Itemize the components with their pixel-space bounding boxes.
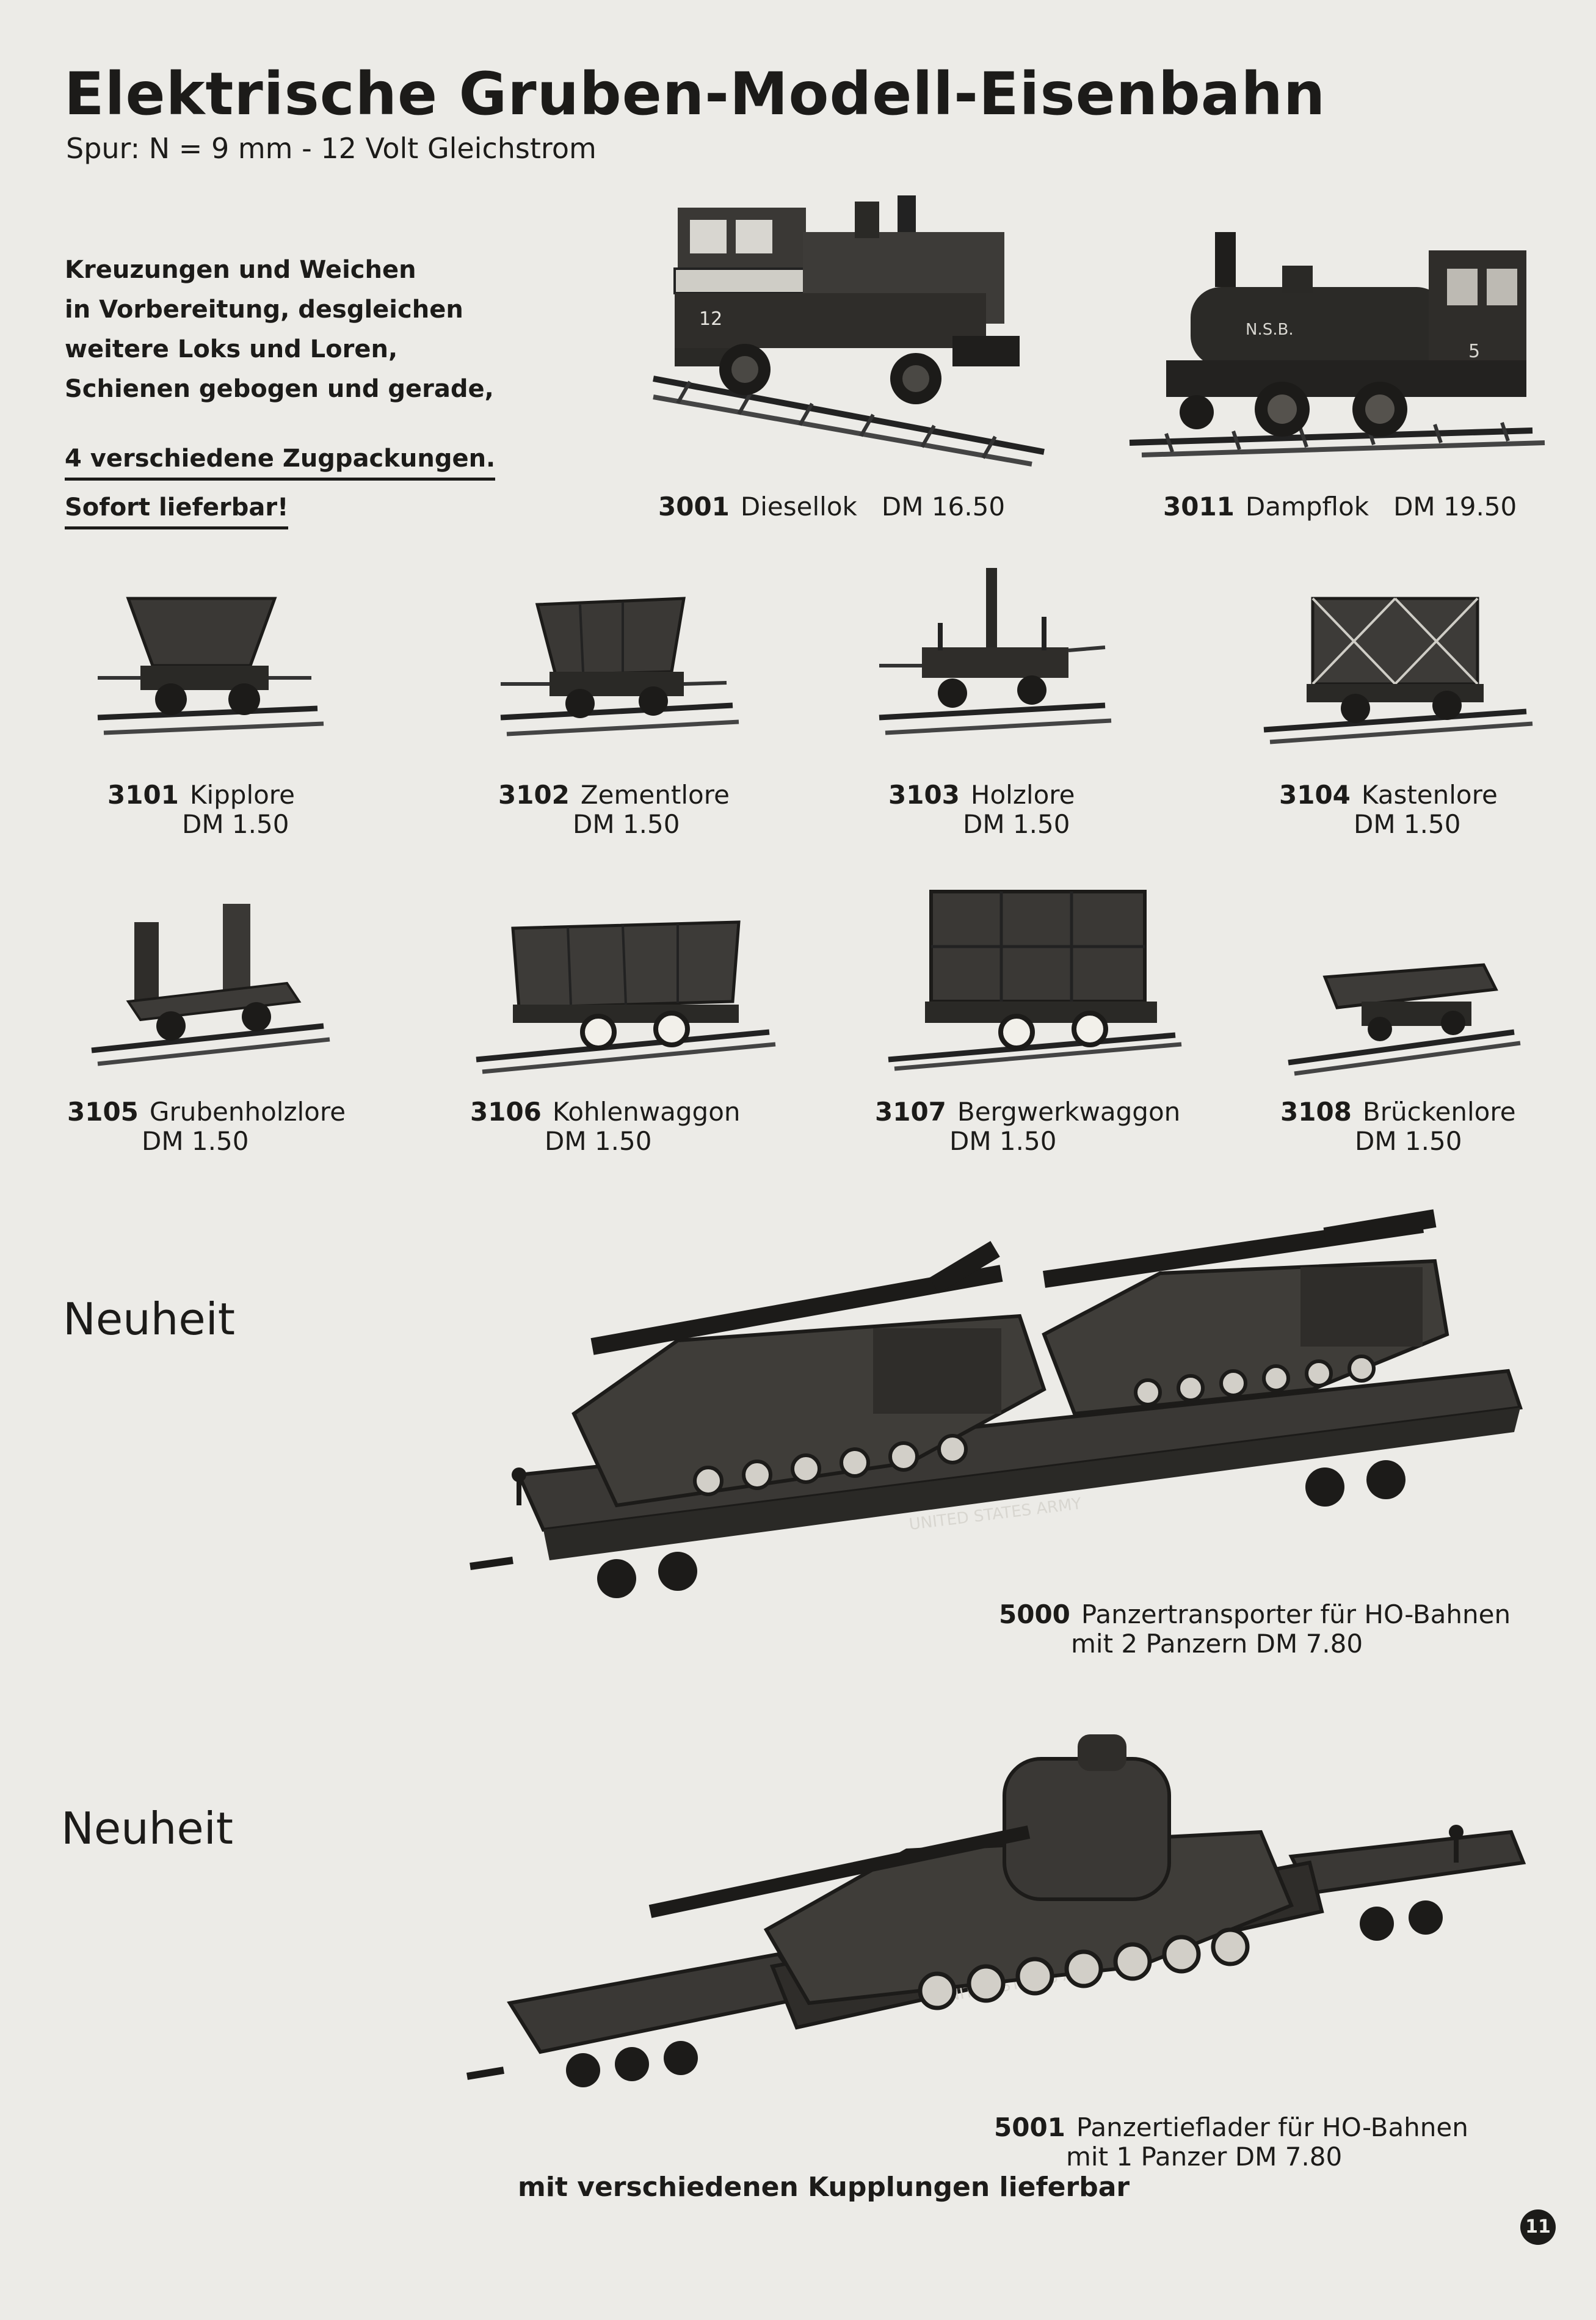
page-title: Elektrische Gruben-Modell-Eisenbahn <box>64 60 1326 128</box>
steam-locomotive-icon: N.S.B. 5 <box>1129 232 1545 457</box>
product-name: Holzlore <box>970 780 1075 810</box>
tipper-wagon-icon <box>97 597 324 735</box>
product-code: 3011 <box>1163 492 1235 522</box>
product-price: DM 1.50 <box>142 1126 249 1156</box>
product-caption: 5000 Panzertransporter für HO-Bahnen mit … <box>999 1600 1511 1659</box>
product-caption: 5001 Panzertieflader für HO-Bahnen mit 1 … <box>994 2113 1468 2172</box>
product-caption: 3108 Brückenlore DM 1.50 <box>1280 1097 1516 1156</box>
intro-line: Kreuzungen und Weichen <box>65 256 416 284</box>
product-code: 5001 <box>994 2112 1065 2142</box>
product-code: 5000 <box>999 1599 1070 1629</box>
timber-wagon-icon <box>879 568 1112 735</box>
product-name: Panzertieflader für HO-Bahnen <box>1076 2112 1468 2142</box>
coal-wagon-icon <box>476 920 776 1074</box>
product-code: 3103 <box>888 780 960 810</box>
product-caption: 3107 Bergwerkwaggon DM 1.50 <box>875 1097 1180 1156</box>
product-caption: 3102 Zementlore DM 1.50 <box>498 780 730 839</box>
page-number: 11 <box>1520 2209 1556 2245</box>
product-name: Kohlenwaggon <box>552 1097 741 1127</box>
product-code: 3104 <box>1279 780 1351 810</box>
cement-wagon-icon <box>500 597 739 736</box>
product-code: 3102 <box>498 780 570 810</box>
new-item-label: Neuheit <box>61 1803 233 1854</box>
product-name: Panzertransporter für HO-Bahnen <box>1081 1599 1511 1629</box>
product-caption: 3001 Diesellok DM 16.50 <box>658 492 1005 522</box>
coupling-note: mit verschiedenen Kupplungen lieferbar <box>518 2172 1130 2203</box>
bridge-wagon-icon <box>1288 963 1521 1076</box>
box-wagon-icon <box>1263 597 1533 744</box>
product-caption: 3105 Grubenholzlore DM 1.50 <box>67 1097 346 1156</box>
intro-line: in Vorbereitung, desgleichen <box>65 296 463 324</box>
product-caption: 3103 Holzlore DM 1.50 <box>888 780 1075 839</box>
svg-text:12: 12 <box>699 308 722 330</box>
product-name: Bergwerkwaggon <box>957 1097 1181 1127</box>
product-price: DM 1.50 <box>573 809 680 839</box>
product-caption: 3101 Kipplore DM 1.50 <box>107 780 295 839</box>
product-caption: 3011 Dampflok DM 19.50 <box>1163 492 1517 522</box>
mining-wagon-icon <box>888 890 1182 1071</box>
product-price: mit 2 Panzern DM 7.80 <box>1071 1629 1363 1659</box>
product-price: DM 1.50 <box>545 1126 652 1156</box>
product-price: DM 1.50 <box>1354 809 1461 839</box>
page-subtitle: Spur: N = 9 mm - 12 Volt Gleichstrom <box>66 132 597 165</box>
new-item-label: Neuheit <box>63 1293 235 1345</box>
product-code: 3107 <box>875 1097 946 1127</box>
product-price: DM 1.50 <box>182 809 289 839</box>
product-price: DM 16.50 <box>881 492 1006 522</box>
product-name: Dampflok <box>1245 492 1369 522</box>
diesel-locomotive-icon: 12 <box>653 195 1045 467</box>
product-code: 3106 <box>470 1097 542 1127</box>
product-price: DM 19.50 <box>1393 492 1517 522</box>
product-price: DM 1.50 <box>963 809 1070 839</box>
intro-line: weitere Loks und Loren, <box>65 335 398 363</box>
product-code: 3001 <box>658 492 730 522</box>
svg-text:N.S.B.: N.S.B. <box>1246 321 1294 339</box>
product-name: Zementlore <box>580 780 730 810</box>
product-caption: 3106 Kohlenwaggon DM 1.50 <box>470 1097 741 1156</box>
product-name: Kipplore <box>189 780 295 810</box>
intro-text: Kreuzungen und Weichen in Vorbereitung, … <box>65 250 517 409</box>
tank-lowloader-icon: UNITED STATES ARMY <box>466 1734 1526 2087</box>
product-name: Brückenlore <box>1362 1097 1516 1127</box>
product-price: mit 1 Panzer DM 7.80 <box>1066 2142 1343 2172</box>
product-price: DM 1.50 <box>949 1126 1057 1156</box>
availability-note: Sofort lieferbar! <box>65 493 289 529</box>
product-code: 3105 <box>67 1097 139 1127</box>
product-name: Grubenholzlore <box>149 1097 346 1127</box>
product-price: DM 1.50 <box>1355 1126 1462 1156</box>
svg-text:5: 5 <box>1468 341 1480 362</box>
product-name: Diesellok <box>740 492 857 522</box>
tank-transporter-icon: UNITED STATES ARMY <box>470 1209 1523 1598</box>
product-caption: 3104 Kastenlore DM 1.50 <box>1279 780 1498 839</box>
intro-line: Schienen gebogen und gerade, <box>65 375 494 403</box>
product-name: Kastenlore <box>1361 780 1498 810</box>
product-code: 3101 <box>107 780 179 810</box>
product-code: 3108 <box>1280 1097 1352 1127</box>
mine-timber-wagon-icon <box>91 904 330 1066</box>
train-packs-note: 4 verschiedene Zugpackungen. <box>65 445 496 481</box>
